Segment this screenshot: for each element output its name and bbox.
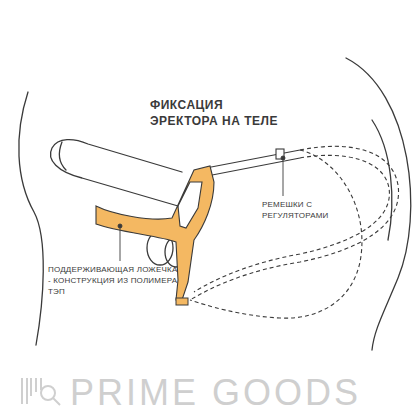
waist-strap	[206, 150, 300, 168]
callout-label: РЕМЕШКИ С РЕГУЛЯТОРАМИ	[262, 200, 334, 222]
leader-dot	[118, 224, 122, 228]
strap-buckle	[176, 298, 188, 305]
erector-shaft	[50, 140, 182, 206]
leader-line	[120, 226, 121, 261]
strap-adjuster	[276, 149, 284, 159]
watermark-logo	[22, 378, 60, 405]
body-front-contour	[19, 92, 43, 345]
leader-line	[283, 158, 284, 196]
strap-dashed	[190, 146, 399, 300]
callout-label: ПОДДЕРЖИВАЮЩАЯ ЛОЖЕЧКА - КОНСТРУКЦИЯ ИЗ …	[48, 265, 180, 297]
waist-strap	[207, 158, 300, 176]
leader-dot	[281, 156, 285, 160]
watermark-text: PRIME GOODS	[70, 375, 361, 411]
strap-dashed	[190, 150, 362, 318]
diagram-title: ФИКСАЦИЯ ЭРЕКТОРА НА ТЕЛЕ	[150, 98, 280, 129]
buttock-contour	[346, 58, 411, 350]
erector-head-line	[59, 142, 66, 170]
